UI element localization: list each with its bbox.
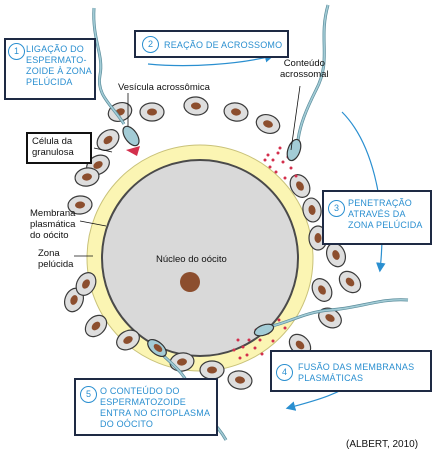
credit: (ALBERT, 2010) [346,439,419,450]
label-zona-pellucida: Zona pelúcida [38,248,74,270]
leader-granulosa [93,147,113,153]
step-4-box: 4 FUSÃO DAS MEMBRANAS PLASMÁTICAS [270,350,432,392]
granulosa-cell [84,314,108,338]
oocyte-nucleus [180,272,200,292]
step-3-text: PENETRAÇÃO ATRAVÉS DA ZONA PELÚCIDA [348,198,423,230]
granulosa-cells [63,96,362,390]
granulosa-cell [338,270,362,294]
granulosa-cell [227,370,253,390]
label-oocyte-nucleus: Núcleo do oócito [156,254,227,265]
granulosa-cell [302,197,322,223]
step-3-number: 3 [328,200,345,217]
arrow-step-2 [147,53,275,67]
step-4-text: FUSÃO DAS MEMBRANAS PLASMÁTICAS [298,362,415,383]
label-granulosa-cell: Célula da granulosa [26,132,92,164]
oocyte [101,159,299,357]
sperm-acrosome-reaction [286,4,330,162]
sperm-binding [92,7,140,156]
label-acrosomal-vesicle: Vesícula acrossômica [118,82,210,93]
step-2-box: 2 REAÇÃO DE ACROSSOMO [134,30,289,58]
granulosa-cell [318,307,342,329]
arrow-step-3 [341,111,386,273]
step-3-box: 3 PENETRAÇÃO ATRAVÉS DA ZONA PELÚCIDA [322,190,432,245]
granulosa-cell [223,102,249,122]
step-5-number: 5 [80,386,97,403]
granulosa-cell [255,113,281,135]
step-2-number: 2 [142,36,159,53]
granulosa-cell [116,329,140,351]
step-1-text: LIGAÇÃO DO ESPERMATO- ZOIDE À ZONA PELÚC… [26,44,92,87]
step-1-box: 1 LIGAÇÃO DO ESPERMATO- ZOIDE À ZONA PEL… [4,38,96,100]
granulosa-cell [139,102,165,122]
granulosa-cell [289,174,311,198]
granulosa-cell [96,129,120,151]
label-acrosomal-content: Conteúdo acrossomal [280,58,329,80]
step-5-text: O CONTEÚDO DO ESPERMATOZOIDE ENTRA NO CI… [100,386,211,429]
step-4-number: 4 [276,364,293,381]
sperm-fusion [253,298,409,337]
granulosa-cell [199,360,225,380]
step-5-box: 5 O CONTEÚDO DO ESPERMATOZOIDE ENTRA NO … [74,378,218,436]
label-oocyte-membrane: Membrana plasmática do oócito [30,208,76,241]
granulosa-cell [75,272,97,296]
step-1-number: 1 [8,43,25,60]
leader-membrane [79,220,107,227]
leader-acrosomal [290,85,301,151]
granulosa-cell [67,195,93,215]
granulosa-cell [183,96,209,116]
granulosa-cell [74,167,100,187]
granulosa-cell [311,278,333,302]
step-2-text: REAÇÃO DE ACROSSOMO [164,40,283,50]
